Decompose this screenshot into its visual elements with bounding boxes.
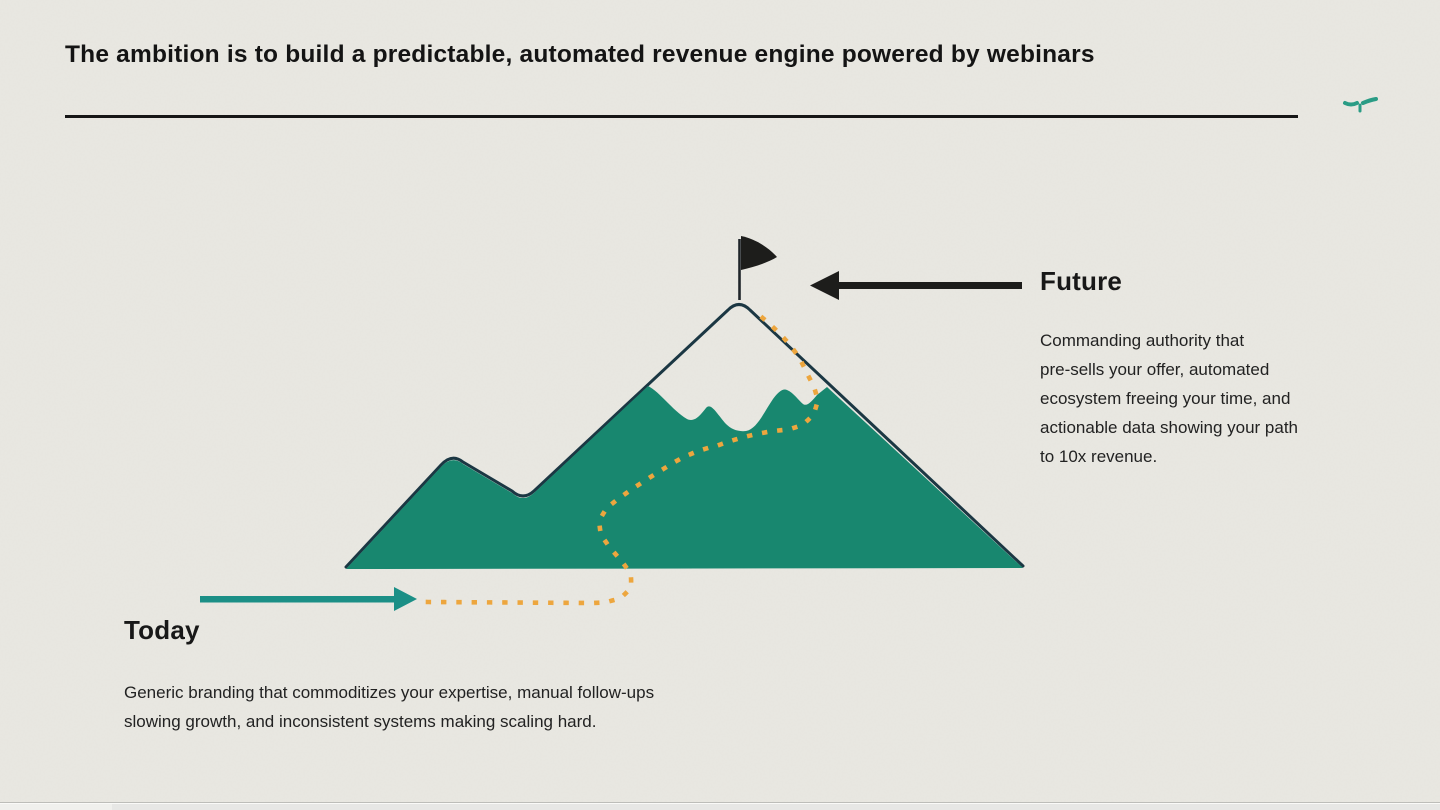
title-divider-line <box>65 115 1298 118</box>
logo-mark-icon <box>1343 97 1378 113</box>
mountain-outline <box>344 303 1025 569</box>
today-arrow-icon <box>200 587 417 611</box>
mountain-icon <box>346 386 1023 569</box>
today-heading: Today <box>124 615 200 645</box>
flag-icon <box>738 236 777 300</box>
today-description: Generic branding that commoditizes your … <box>124 683 655 731</box>
future-heading: Future <box>1040 266 1123 296</box>
bottom-scrollbar-track[interactable] <box>0 802 1440 810</box>
future-arrow-icon <box>810 271 1022 300</box>
bottom-scrollbar-thumb[interactable] <box>0 804 112 810</box>
future-description: Commanding authority that pre-sells your… <box>1040 331 1299 466</box>
trail-dotted-path-icon <box>425 307 820 606</box>
page-title: The ambition is to build a predictable, … <box>65 41 1095 68</box>
